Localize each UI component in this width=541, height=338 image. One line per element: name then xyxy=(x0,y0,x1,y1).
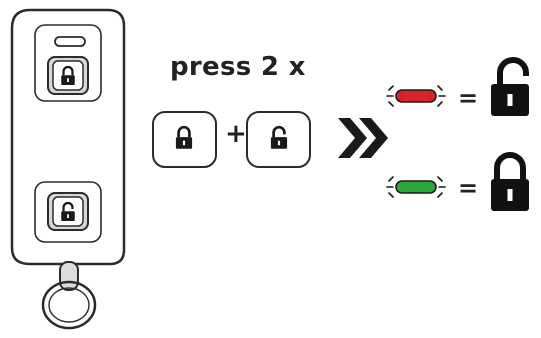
keyring-icon xyxy=(41,280,97,330)
fob-led-slot xyxy=(54,36,86,47)
combo-unlock-button xyxy=(246,111,311,168)
equals-sign-green-row: = xyxy=(458,174,479,202)
equals-sign-red-row: = xyxy=(458,84,479,112)
keyring-connector xyxy=(59,261,79,291)
plus-sign: + xyxy=(225,119,247,149)
double-chevron-right-icon xyxy=(338,118,388,158)
red-led-indicator xyxy=(386,85,446,107)
green-led-indicator xyxy=(386,176,446,198)
unlocked-state-padlock-icon xyxy=(491,57,529,116)
fob-unlock-button[interactable] xyxy=(47,192,89,231)
fob-lock-button[interactable] xyxy=(47,56,89,95)
remote-key-fob xyxy=(10,8,126,330)
instruction-text: press 2 x xyxy=(170,52,306,82)
locked-state-padlock-icon xyxy=(491,152,529,211)
combo-lock-button xyxy=(152,111,217,168)
